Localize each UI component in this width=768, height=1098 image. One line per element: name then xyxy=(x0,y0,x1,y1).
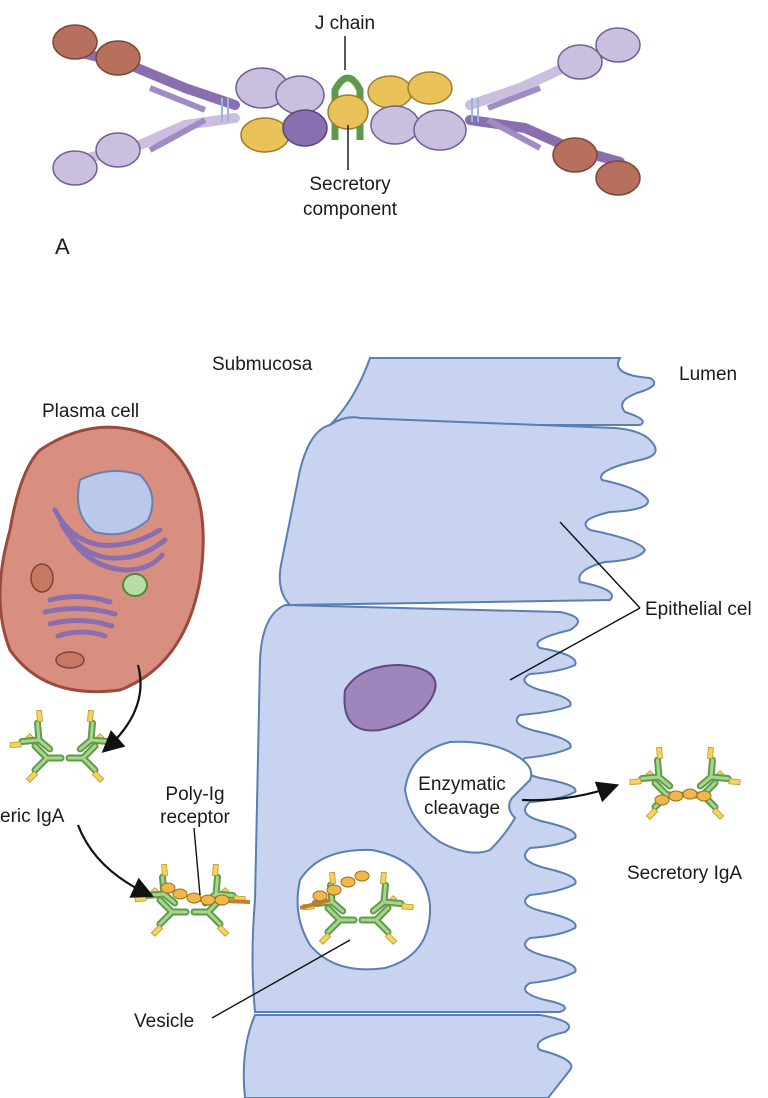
vesicle-bead xyxy=(354,870,370,882)
right-top-light-domain xyxy=(557,44,603,80)
right-body-domain-1 xyxy=(370,105,420,145)
poly-ig-receptor-leader xyxy=(193,827,201,896)
secretory-iga-molecule xyxy=(52,24,641,196)
left-top-terminal-domain xyxy=(52,24,98,60)
vesicle-leader xyxy=(211,939,351,1019)
enzymatic-cleavage-label-line1: Enzymatic xyxy=(418,774,506,795)
epithelial-cell-leader xyxy=(509,521,641,681)
vesicle-bead xyxy=(312,890,328,902)
lumen-label: Lumen xyxy=(679,364,738,385)
disulfide-bridges xyxy=(221,98,479,122)
epithelial-cell-top xyxy=(327,357,656,426)
golgi-apparatus xyxy=(42,594,118,639)
poly-ig-receptor-label-line2: receptor xyxy=(160,807,230,828)
receptor-bead xyxy=(160,882,176,894)
dimeric-iga-label: eric IgA xyxy=(0,806,65,827)
secreted-bead xyxy=(654,794,670,806)
endoplasmic-reticulum xyxy=(52,507,168,573)
right-body-domain-2 xyxy=(413,109,467,151)
secretory-component-domain-3 xyxy=(407,71,453,105)
j-chain xyxy=(331,74,364,140)
secreted-bead xyxy=(696,790,712,802)
secreted-bead xyxy=(682,788,698,800)
right-top-light-domain-2 xyxy=(595,27,641,63)
secretory-iga-glyph xyxy=(628,745,743,819)
left-upper-heavy-chain xyxy=(65,45,240,110)
plasma-cell-nucleus xyxy=(76,470,154,536)
right-bottom-terminal-domain-2 xyxy=(595,160,641,196)
epithelial-nucleus xyxy=(343,663,437,732)
left-bottom-light-domain-2 xyxy=(95,132,141,168)
vesicle-bead xyxy=(340,876,356,888)
enzymatic-cleavage-label-line2: cleavage xyxy=(423,798,501,819)
secretory-granule xyxy=(122,573,148,597)
j-chain-label: J chain xyxy=(314,13,376,34)
plasma-cell-label: Plasma cell xyxy=(42,401,140,422)
secretory-component-domain-2 xyxy=(367,75,413,109)
mitochondrion-1 xyxy=(30,563,54,593)
plasma-cell xyxy=(0,425,205,694)
receptor-bead xyxy=(214,894,230,906)
left-body-domain-3 xyxy=(240,117,290,153)
receptor-bead xyxy=(186,892,202,904)
epithelial-cell-bottom xyxy=(242,1014,573,1098)
plasma-cell-membrane xyxy=(0,425,205,694)
enzymatic-cleavage-bay xyxy=(403,740,533,854)
right-bottom-terminal-domain xyxy=(552,137,598,173)
right-cross-chain xyxy=(486,85,542,151)
epithelial-cell-label: Epithelial cel xyxy=(645,599,752,620)
poly-ig-receptor xyxy=(160,788,712,910)
receptor-bead xyxy=(200,894,216,906)
poly-ig-receptor-label-line1: Poly-Ig xyxy=(165,784,225,805)
secretory-component-label-line2: component xyxy=(302,199,397,220)
dimeric-iga-glyph xyxy=(8,708,123,782)
arrow-iga-to-receptor xyxy=(76,824,155,898)
submucosa-label: Submucosa xyxy=(212,354,313,375)
arrow-plasma-to-iga xyxy=(101,664,142,753)
epithelial-cell-upper xyxy=(278,416,657,607)
arrow-cleavage-to-secretory xyxy=(521,781,620,803)
vesicle-label: Vesicle xyxy=(134,1011,195,1032)
secretory-component-label-line1: Secretory xyxy=(309,174,391,195)
left-bottom-light-domain xyxy=(52,150,98,186)
epithelium xyxy=(242,357,657,1098)
secretory-iga-label: Secretory IgA xyxy=(627,863,743,884)
vesicle-receptor-stalk xyxy=(299,898,331,910)
secretory-component-domain-1 xyxy=(327,94,369,130)
panel-a-letter: A xyxy=(55,234,70,259)
left-cross-chain xyxy=(148,85,207,153)
receptor-bead xyxy=(172,888,188,900)
vesicle-bead xyxy=(326,884,342,896)
mitochondrion-2 xyxy=(55,651,85,669)
secreted-bead xyxy=(668,790,684,802)
left-top-terminal-domain-2 xyxy=(95,40,141,76)
left-body-domain-2 xyxy=(275,75,325,115)
left-body-domain-4 xyxy=(282,109,328,147)
